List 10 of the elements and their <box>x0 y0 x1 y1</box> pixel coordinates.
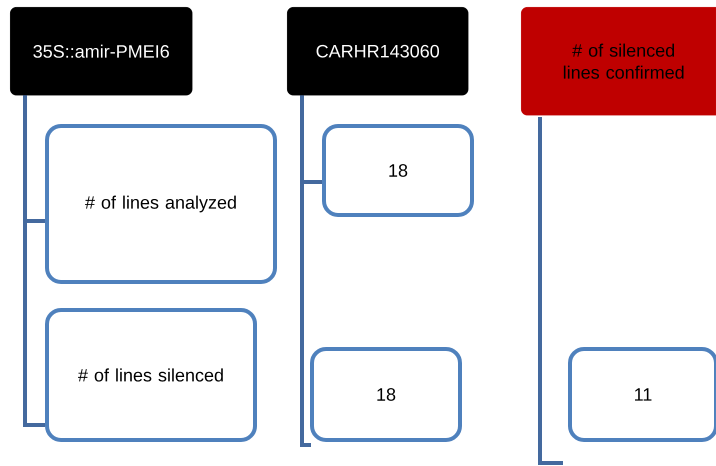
header-box: 35S::amir-PMEI6 <box>10 7 192 96</box>
value-box: # of lines analyzed <box>45 124 277 284</box>
value-box: 18 <box>310 347 462 442</box>
connector-line <box>300 95 322 184</box>
value-box: 18 <box>322 124 474 217</box>
header-box: # of silenced lines confirmed <box>521 7 716 116</box>
value-box: 11 <box>568 347 716 442</box>
connector-line <box>23 95 45 427</box>
value-box: # of lines silenced <box>45 308 257 442</box>
header-box: CARHR143060 <box>287 7 468 96</box>
